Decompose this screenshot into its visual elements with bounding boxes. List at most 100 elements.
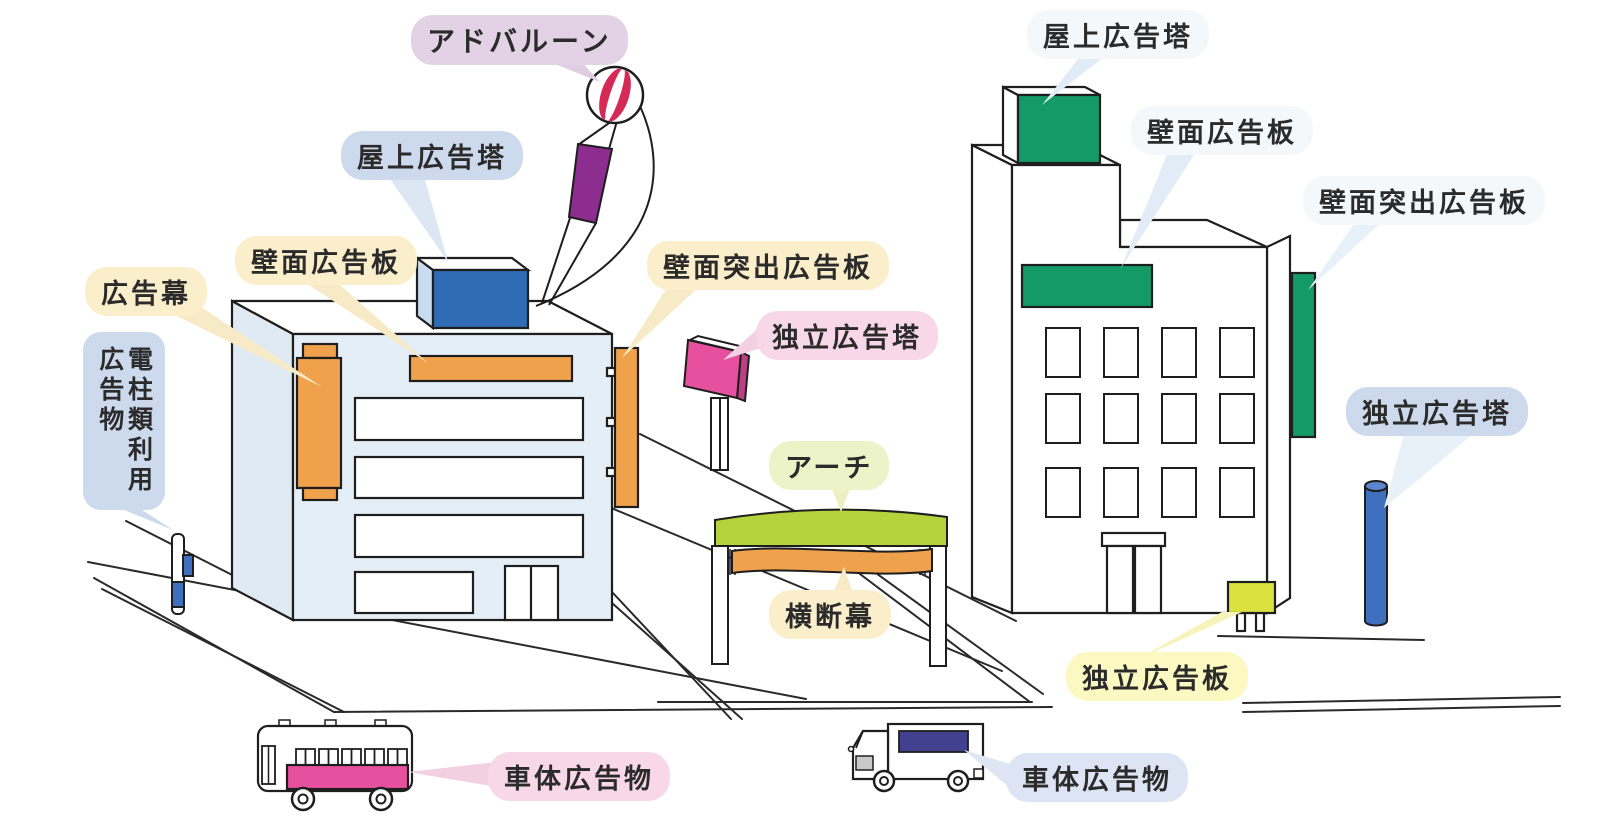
wall-sign-left [408, 354, 574, 383]
label-text: 独立広告塔 [1362, 399, 1512, 430]
arch-band [714, 508, 948, 547]
label-text: 横断幕 [785, 602, 875, 633]
board-leg [1254, 611, 1266, 633]
label-text: 壁面突出広告板 [1319, 188, 1529, 219]
pointer-rooftop-left [388, 176, 448, 262]
label-vehicle-ad-bus: 車体広告物 [488, 752, 670, 801]
standalone-board-sign [1226, 580, 1277, 615]
pointer-standalone-center [723, 323, 764, 360]
standalone-tower-right [1364, 480, 1388, 627]
label-text: 屋上広告塔 [1043, 22, 1193, 53]
ad-balloon [535, 65, 655, 307]
rooftop-sign-left [431, 268, 530, 330]
rooftop-sign-left-top [413, 256, 532, 272]
label-text: 独立広告塔 [772, 323, 922, 354]
label-arch: アーチ [769, 441, 890, 490]
label-text: 壁面突出広告板 [663, 253, 873, 284]
sign-bracket [605, 366, 617, 378]
balloon-stripe-gap [605, 68, 625, 122]
road-edge [333, 706, 1053, 713]
label-ad-curtain: 広告幕 [85, 267, 207, 316]
label-projecting-sign-left: 壁面突出広告板 [647, 241, 889, 290]
bus-ad-band [285, 763, 410, 791]
label-standalone-tower-right: 独立広告塔 [1346, 387, 1528, 436]
window-band [353, 455, 585, 500]
tail-light [973, 768, 984, 779]
label-text: アーチ [785, 453, 874, 484]
label-text: 車体広告物 [1022, 765, 1172, 796]
sign-bracket [605, 466, 617, 478]
left-building [230, 255, 640, 622]
crossing-banner [731, 547, 933, 575]
bus-windows [295, 748, 408, 767]
road-edge [1242, 705, 1561, 713]
pointer-vehicle-truck [964, 750, 1010, 788]
road-edge [1217, 635, 1425, 641]
window-band [353, 570, 475, 615]
label-wall-sign-right: 壁面広告板 [1131, 106, 1313, 155]
cylinder-body [1364, 485, 1388, 627]
projecting-sign-left [613, 346, 640, 509]
pointer-curtain [162, 305, 322, 387]
label-text: 独立広告板 [1082, 664, 1232, 695]
right-building [970, 85, 1317, 633]
pointer-arch [830, 484, 852, 512]
road-curb [101, 588, 345, 713]
label-rooftop-tower-left: 屋上広告塔 [341, 131, 523, 180]
arch-structure [711, 508, 948, 667]
window-grid [1045, 327, 1255, 518]
label-text: 車体広告物 [504, 764, 654, 795]
balloon-string [608, 120, 618, 150]
cylinder-top [1364, 480, 1388, 492]
window-band [353, 396, 585, 442]
balloon-tether [535, 105, 655, 307]
pointer-wall-left [295, 276, 428, 363]
balloon-string [577, 120, 613, 146]
pointer-vehicle-bus [408, 762, 497, 787]
balloon-string [541, 217, 571, 304]
power-wire [125, 520, 249, 584]
label-ad-balloon: アドバルーン [411, 15, 628, 65]
window-band [353, 513, 585, 559]
street-curb [611, 602, 743, 720]
label-text: 電柱類利用 [124, 346, 154, 496]
right-building-side-face [970, 143, 1014, 615]
road-edge [1242, 696, 1561, 704]
sign-bracket [605, 416, 617, 428]
pointer-standalone-board [1132, 612, 1242, 662]
truck-ad-panel [898, 730, 969, 753]
pole-ad-signs [171, 554, 194, 608]
street-curb [861, 562, 1044, 695]
label-crossing-banner: 横断幕 [769, 590, 891, 639]
headlight [847, 745, 855, 753]
balloon-string [548, 222, 597, 306]
pointer-projecting-right [1308, 216, 1388, 290]
arch-post [711, 545, 729, 665]
pointer-projecting-left [622, 286, 700, 358]
pointer-rooftop-right [1042, 50, 1113, 105]
truck [847, 722, 985, 793]
board-leg [1235, 611, 1247, 633]
label-wall-sign-left: 壁面広告板 [235, 236, 417, 285]
ad-curtain-banner [295, 342, 343, 502]
right-building-right-side [1265, 234, 1292, 616]
pointer-standalone-right [1384, 430, 1478, 508]
label-text: 壁面広告板 [1147, 118, 1297, 149]
pointer-crossing [832, 567, 854, 596]
label-projecting-sign-right: 壁面突出広告板 [1303, 176, 1545, 225]
label-pointers [100, 50, 1478, 788]
label-pole-ad: 電柱類利用広告物 [83, 332, 165, 510]
rooftop-sign-right [1016, 93, 1102, 165]
label-text: 広告幕 [101, 279, 191, 310]
label-text: アドバルーン [427, 25, 612, 58]
label-rooftop-tower-right: 屋上広告塔 [1027, 10, 1209, 59]
label-text: 壁面広告板 [251, 248, 401, 279]
entrance-door [1133, 544, 1163, 615]
bus [256, 719, 414, 812]
label-text: 広告物 [95, 346, 125, 436]
cab-window [855, 755, 874, 771]
projecting-sign-right [1290, 271, 1317, 439]
standalone-tower-center [682, 334, 751, 471]
